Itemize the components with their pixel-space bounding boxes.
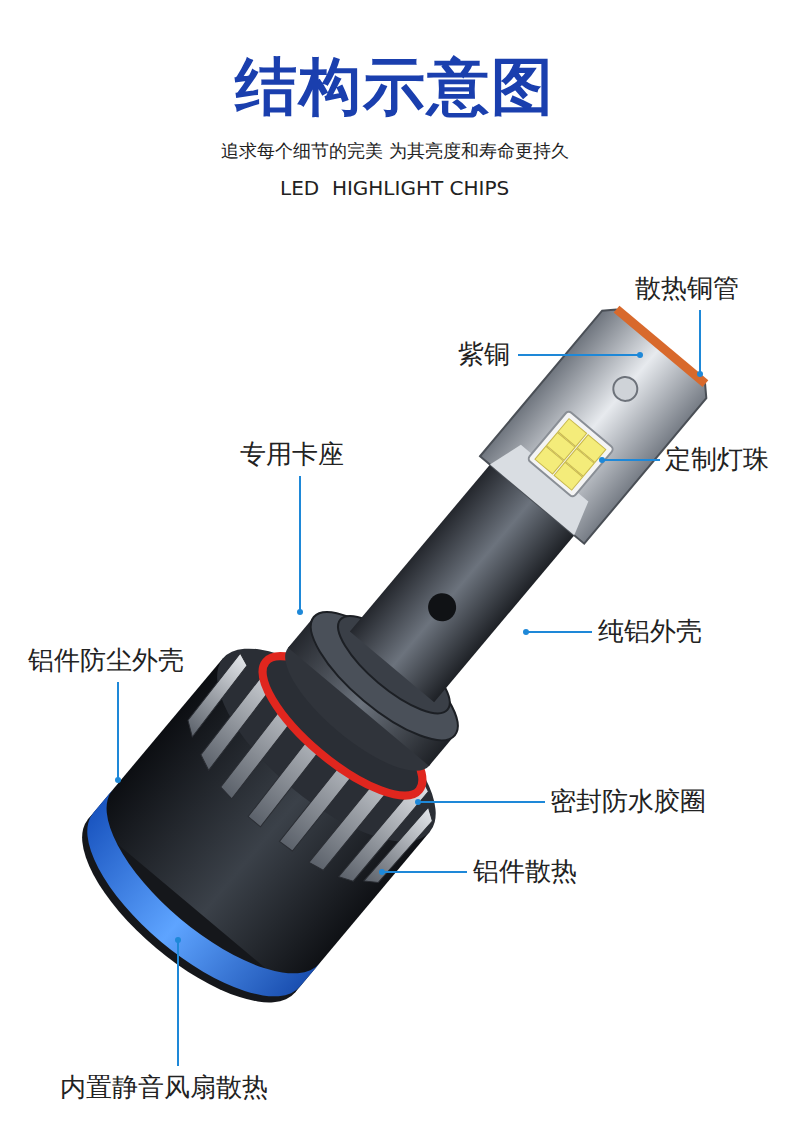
part-label: 定制灯珠 [665,444,769,475]
part-label: 专用卡座 [240,439,344,470]
part-label: 铝件防尘外壳 [28,645,184,676]
subtitle: 追求每个细节的完美 为其亮度和寿命更持久 [221,140,569,162]
part-label: 密封防水胶圈 [550,786,706,817]
part-label: 内置静音风扇散热 [60,1072,268,1103]
subtitle-english: LED HIGHLIGHT CHIPS [280,176,509,200]
part-label: 散热铜管 [635,273,739,304]
part-label: 铝件散热 [473,856,577,887]
page-title: 结构示意图 [235,50,555,124]
part-label: 纯铝外壳 [598,616,702,647]
part-label: 紫铜 [458,339,510,370]
